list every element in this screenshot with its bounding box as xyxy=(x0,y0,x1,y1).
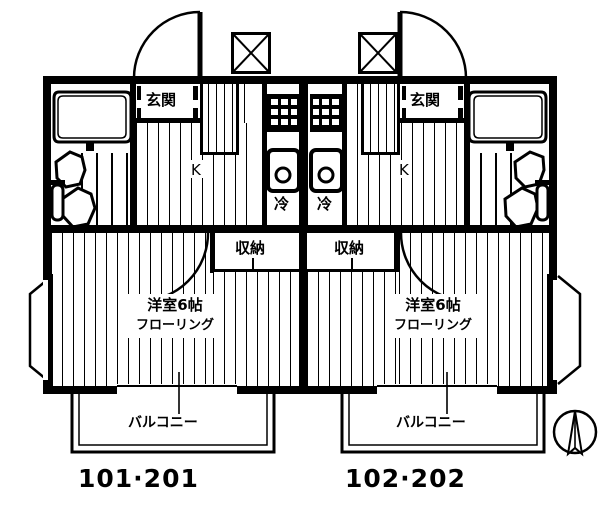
refrigerator-space-right xyxy=(312,194,340,226)
kitchen-equipment-wall-right xyxy=(342,84,347,229)
wall-sanitary-mid-right-unit xyxy=(535,180,549,185)
entrance-frame-right-b xyxy=(458,86,463,100)
entrance-area-left xyxy=(136,84,200,124)
kitchen-equipment-wall-left xyxy=(262,84,267,229)
western-room-flooring-label-left: フローリング xyxy=(135,318,214,333)
bay-window-right xyxy=(557,275,582,385)
closet-wall-right-side-right xyxy=(394,231,399,273)
balcony-label-left: バルコニー xyxy=(128,415,198,431)
kitchen-cabinet-edge-right xyxy=(361,84,364,154)
bathtub-faucet-icon-right xyxy=(506,143,514,151)
closet-label-right: 収納 xyxy=(334,239,365,257)
bay-window-glass-right xyxy=(553,280,558,380)
entrance-door-swing-left xyxy=(132,10,203,79)
kitchen-label-plate-right xyxy=(396,160,412,178)
entrance-frame-left-b xyxy=(193,86,198,100)
balcony-outline-left xyxy=(70,394,276,454)
toilet-tank-icon-right xyxy=(535,183,550,222)
entrance-frame-right-a xyxy=(402,86,406,100)
western-room-label-left: 洋室6帖 xyxy=(147,296,203,314)
western-room-label-right: 洋室6帖 xyxy=(405,296,461,314)
refrigerator-label-right: 冷 xyxy=(317,195,333,213)
meter-box-cross-right xyxy=(359,33,397,73)
balcony-door-line-left xyxy=(117,385,237,387)
bathtub-faucet-icon-left xyxy=(86,143,94,151)
entrance-frame-right-d xyxy=(458,108,463,119)
closet-wall-left-side-left xyxy=(210,231,215,273)
entrance-frame-left-d xyxy=(193,108,198,119)
bay-window-frame-right xyxy=(547,274,553,386)
entrance-frame-left-a xyxy=(137,86,141,100)
balcony-door-line-right xyxy=(377,385,497,387)
entrance-area-right xyxy=(400,84,464,124)
exterior-wall-left xyxy=(43,76,51,394)
entrance-step-line-left xyxy=(136,118,200,123)
wall-room-top-left xyxy=(51,225,305,233)
kitchen-cabinet-bottom-left xyxy=(200,152,239,155)
wall-sanitary-mid-left-unit xyxy=(51,180,65,185)
sink-icon-right xyxy=(309,148,344,193)
exterior-wall-right xyxy=(549,76,557,394)
unit-label-left: 101·201 xyxy=(78,464,199,493)
party-wall-center xyxy=(299,84,308,386)
entrance-label-right: 玄関 xyxy=(410,91,441,109)
refrigerator-space-left xyxy=(269,194,297,226)
kitchen-cabinet-edge-left xyxy=(200,84,203,154)
kitchen-cabinet-bottom-right xyxy=(361,152,400,155)
washbasin-icon-right xyxy=(513,150,546,189)
bay-window-frame-left xyxy=(47,274,53,386)
western-room-floor-left-b xyxy=(213,272,303,386)
washbasin-icon-left xyxy=(54,150,87,189)
sink-icon-left xyxy=(266,148,301,193)
balcony-outline-right xyxy=(340,394,546,454)
wall-sanitary-right-left-unit xyxy=(130,84,136,229)
toilet-tank-icon-left xyxy=(50,183,65,222)
balcony-door-opening-left xyxy=(117,384,237,394)
bathtub-icon-left xyxy=(52,90,133,144)
closet-wall-bottom-left xyxy=(213,269,304,272)
meter-box-cross-left xyxy=(232,33,270,73)
closet-label-left: 収納 xyxy=(235,239,266,257)
wall-room-top-right xyxy=(303,225,549,233)
wall-sanitary-right-right-unit xyxy=(464,84,470,229)
balcony-leader-left xyxy=(178,372,180,414)
kitchen-label-left: K xyxy=(191,161,201,179)
entrance-step-line-right xyxy=(400,118,464,123)
cooktop-burners-icon-left xyxy=(271,99,297,125)
closet-area-left xyxy=(213,233,303,271)
unit-label-right: 102·202 xyxy=(345,464,466,493)
western-room-floor-right-b xyxy=(307,272,399,386)
kitchen-cabinet-edge2-left xyxy=(236,84,239,154)
entrance-frame-left-c xyxy=(137,108,141,119)
room-label-plate-left xyxy=(127,294,222,338)
bay-window-glass-left xyxy=(43,280,48,380)
room-door-swing-right xyxy=(399,232,470,304)
balcony-leader-right xyxy=(446,372,448,414)
kitchen-cabinet-edge2-right xyxy=(397,84,400,154)
kitchen-label-plate-left xyxy=(188,160,204,178)
bathtub-icon-right xyxy=(467,90,548,144)
kitchen-label-right: K xyxy=(399,161,409,179)
north-compass-icon xyxy=(552,409,598,457)
kitchen-upper-cabinet-right xyxy=(362,84,400,154)
cooktop-burners-icon-right xyxy=(313,99,339,125)
entrance-frame-right-c xyxy=(402,108,406,119)
entrance-label-left: 玄関 xyxy=(146,91,177,109)
balcony-label-right: バルコニー xyxy=(396,415,466,431)
kitchen-upper-cabinet-left xyxy=(200,84,238,154)
exterior-wall-top xyxy=(43,76,557,84)
refrigerator-label-left: 冷 xyxy=(274,195,290,213)
balcony-door-opening-right xyxy=(377,384,497,394)
entrance-door-swing-right xyxy=(397,10,468,79)
room-door-swing-left xyxy=(139,232,210,304)
exterior-wall-bottom xyxy=(43,386,557,394)
room-label-plate-right xyxy=(385,294,480,338)
western-room-flooring-label-right: フローリング xyxy=(393,318,472,333)
